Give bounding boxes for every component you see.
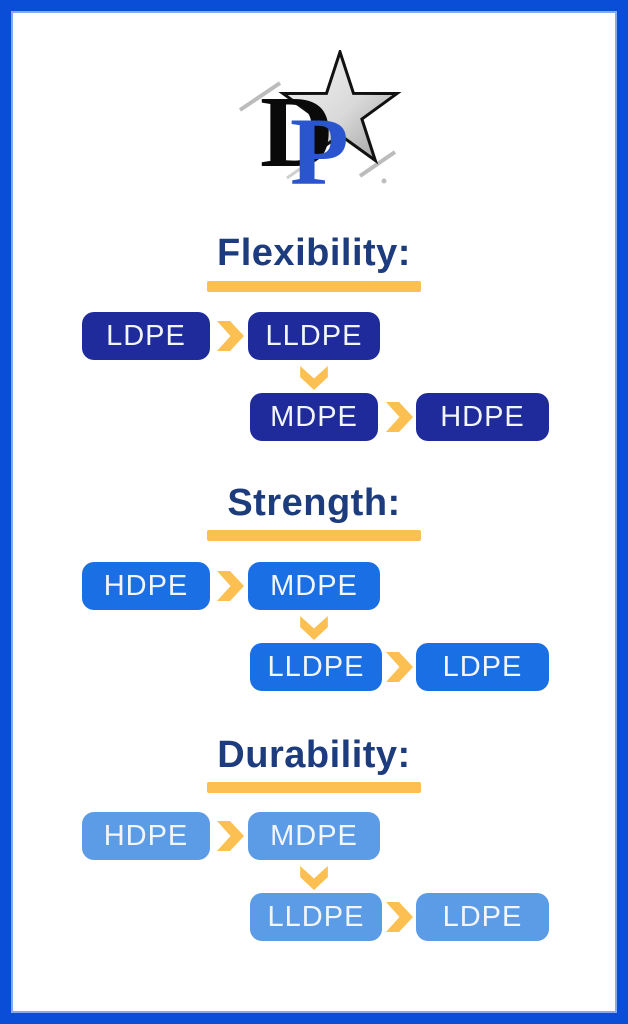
pill-ldpe: LDPE: [416, 643, 549, 691]
section-title: Durability:: [217, 734, 411, 776]
chevron-right-icon: [217, 321, 244, 351]
pill-lldpe: LLDPE: [250, 893, 382, 941]
chevron-down-icon: [300, 366, 328, 390]
chevron-right-icon: [386, 902, 413, 932]
pill-hdpe: HDPE: [416, 393, 549, 441]
chevron-right-icon: [217, 821, 244, 851]
pill-ldpe: LDPE: [416, 893, 549, 941]
chevron-down-icon: [300, 866, 328, 890]
section-title: Flexibility:: [217, 232, 411, 274]
chevron-right-icon: [386, 652, 413, 682]
dp-star-logo: D P: [232, 47, 407, 205]
pill-mdpe: MDPE: [250, 393, 378, 441]
chevron-down-icon: [300, 616, 328, 640]
speed-line-icon: [238, 81, 282, 112]
title-underline: [207, 782, 421, 793]
title-underline: [207, 281, 421, 292]
title-underline: [207, 530, 421, 541]
pill-ldpe: LDPE: [82, 312, 210, 360]
pill-mdpe: MDPE: [248, 562, 380, 610]
logo-letter-d: D: [260, 76, 334, 189]
logo-letter-p: P: [290, 98, 349, 195]
star-icon: D P: [238, 47, 402, 205]
pill-lldpe: LLDPE: [248, 312, 380, 360]
pill-mdpe: MDPE: [248, 812, 380, 860]
speed-line-icon: [286, 160, 311, 180]
pill-lldpe: LLDPE: [250, 643, 382, 691]
chevron-right-icon: [217, 571, 244, 601]
chevron-right-icon: [386, 402, 413, 432]
section-title: Strength:: [227, 482, 401, 524]
pill-hdpe: HDPE: [82, 562, 210, 610]
pill-hdpe: HDPE: [82, 812, 210, 860]
speed-line-icon: [358, 150, 397, 178]
logo-dot: [381, 178, 387, 184]
